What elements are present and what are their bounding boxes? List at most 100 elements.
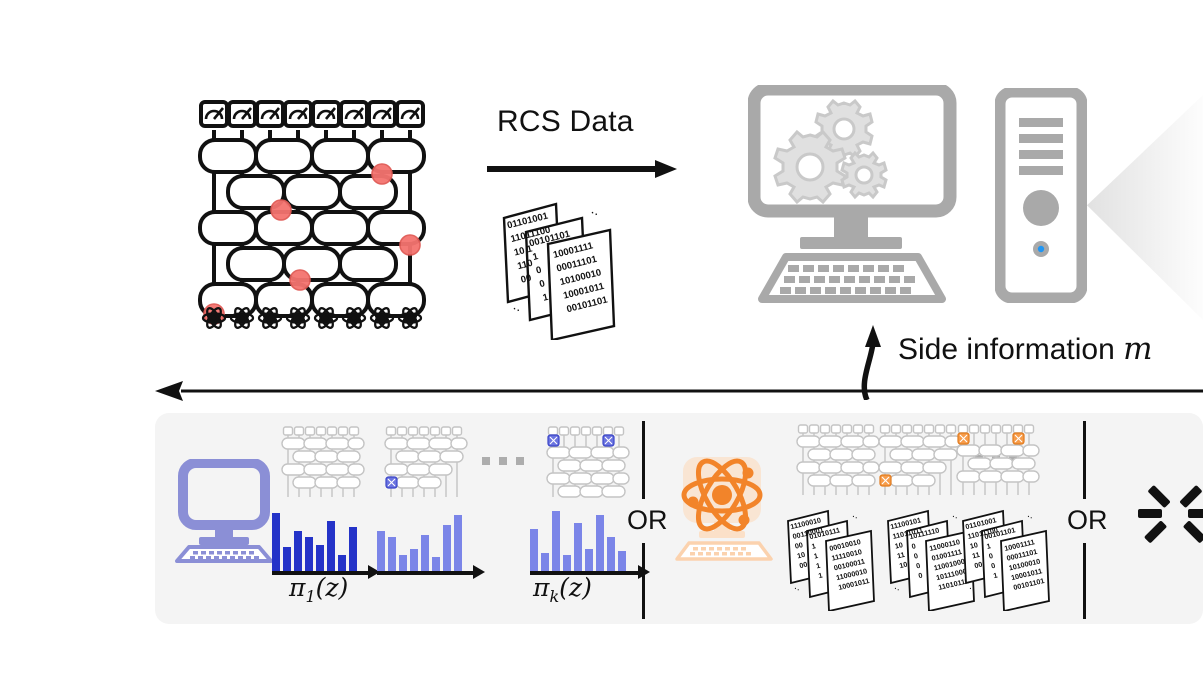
- svg-text:1: 1: [817, 570, 823, 580]
- classical-computer-with-gears: [747, 82, 988, 310]
- svg-text:11: 11: [896, 550, 905, 560]
- pi-symbol: π: [289, 573, 306, 602]
- svg-text:1: 1: [813, 551, 819, 561]
- error-marker-blue: [602, 434, 615, 447]
- error-marker: [289, 269, 311, 291]
- svg-text:1: 1: [815, 561, 821, 571]
- svg-text:·.: ·.: [512, 303, 520, 315]
- svg-text:0: 0: [535, 265, 543, 277]
- svg-text:11: 11: [971, 550, 980, 560]
- mini-circuit-1: [280, 425, 366, 508]
- or-label-1: OR: [627, 505, 668, 535]
- svg-text:·.: ·.: [968, 583, 974, 593]
- ellipsis-dot: [499, 457, 507, 465]
- classical-branch-computer-icon: [173, 458, 278, 564]
- computer-tower: [994, 86, 1088, 304]
- error-marker-orange: [879, 474, 892, 487]
- ellipsis-dot: [516, 457, 524, 465]
- pi-argument: (z): [315, 573, 349, 602]
- svg-text:1: 1: [542, 292, 550, 304]
- svg-text:·.: ·.: [951, 511, 957, 521]
- error-marker-orange: [957, 432, 970, 445]
- svg-text:110: 110: [516, 258, 534, 272]
- gate-layer-4: [226, 246, 398, 282]
- svg-text:1: 1: [532, 251, 540, 263]
- gate-layer-5: [198, 282, 426, 318]
- svg-text:1: 1: [986, 541, 992, 551]
- pi-subscript: 1: [305, 587, 316, 606]
- svg-text:0: 0: [915, 561, 921, 571]
- random-circuit-sampling-circuit: [196, 100, 436, 330]
- tower-light-wedge: [1087, 95, 1203, 320]
- svg-text:10: 10: [969, 540, 979, 551]
- svg-text:·.: ·.: [793, 583, 799, 593]
- gears-icon: [773, 98, 888, 205]
- svg-text:0: 0: [913, 551, 919, 561]
- svg-text:0: 0: [917, 570, 923, 580]
- error-marker: [399, 234, 421, 256]
- power-led: [1037, 245, 1045, 253]
- quantum-mini-circuit-1: [795, 423, 881, 506]
- divider-top-2: [1083, 421, 1086, 499]
- svg-text:10 1: 10 1: [513, 243, 534, 258]
- svg-text:10: 10: [898, 560, 908, 571]
- side-information-arrow: [845, 325, 905, 402]
- histogram-pi-1: [272, 503, 382, 579]
- histogram-bars: [272, 511, 357, 571]
- svg-text:00: 00: [520, 272, 533, 285]
- error-marker-orange: [1012, 432, 1025, 445]
- svg-text:10: 10: [796, 550, 806, 561]
- circuit-svg: [198, 100, 426, 329]
- svg-text:0: 0: [538, 278, 546, 290]
- gate-layer-1: [198, 138, 426, 174]
- histogram-pi-k: [530, 503, 655, 579]
- svg-text:0: 0: [988, 551, 994, 561]
- svg-text:0: 0: [911, 541, 917, 551]
- side-information-symbol: m: [1123, 331, 1153, 367]
- histogram-middle: [377, 503, 487, 579]
- svg-text:00: 00: [794, 540, 804, 551]
- pi-subscript: k: [549, 587, 560, 606]
- feedback-arrow: [155, 380, 1203, 402]
- mini-circuit-k: [545, 425, 631, 508]
- quantum-mini-circuit-k: [955, 423, 1041, 506]
- error-marker: [270, 199, 292, 221]
- pi-1-label: π1(z): [289, 573, 348, 606]
- histogram-bars: [530, 511, 626, 571]
- error-marker: [371, 163, 393, 185]
- svg-text:·.: ·.: [851, 511, 857, 521]
- svg-text:·.: ·.: [893, 583, 899, 593]
- ellipsis-dot: [482, 457, 490, 465]
- pi-k-label: πk(z): [533, 573, 592, 606]
- divider-bottom-1: [642, 543, 645, 619]
- keyboard-icon: [758, 253, 946, 303]
- atom-row: [201, 307, 423, 329]
- mini-circuit-2: [383, 425, 469, 508]
- divider-bottom-2: [1083, 543, 1086, 619]
- quantum-mini-circuit-2: [877, 423, 963, 506]
- svg-text:·.: ·.: [590, 207, 598, 219]
- svg-text:0: 0: [990, 561, 996, 571]
- rcs-data-label: RCS Data: [497, 105, 634, 138]
- pi-symbol: π: [533, 573, 550, 602]
- svg-text:10: 10: [894, 540, 904, 551]
- atom-icon: [681, 458, 763, 532]
- left-branch-ellipsis: [482, 457, 524, 465]
- meter-row: [199, 100, 425, 128]
- svg-text:00: 00: [973, 560, 983, 571]
- gate-layer-2: [226, 174, 398, 210]
- gate-layer-3: [198, 210, 426, 246]
- error-marker-blue: [547, 434, 560, 447]
- svg-text:00: 00: [798, 560, 808, 571]
- svg-text:1: 1: [992, 570, 998, 580]
- protocol-panel: π1(z) πk(z) OR: [155, 413, 1203, 624]
- pi-argument: (z): [559, 573, 592, 602]
- rcs-data-arrow: [487, 158, 677, 180]
- side-information-label: Side information m: [898, 331, 1153, 367]
- histogram-bars: [377, 511, 462, 571]
- quantum-atom-computer-icon: [667, 455, 782, 565]
- loading-spinner-icon: [1130, 471, 1203, 566]
